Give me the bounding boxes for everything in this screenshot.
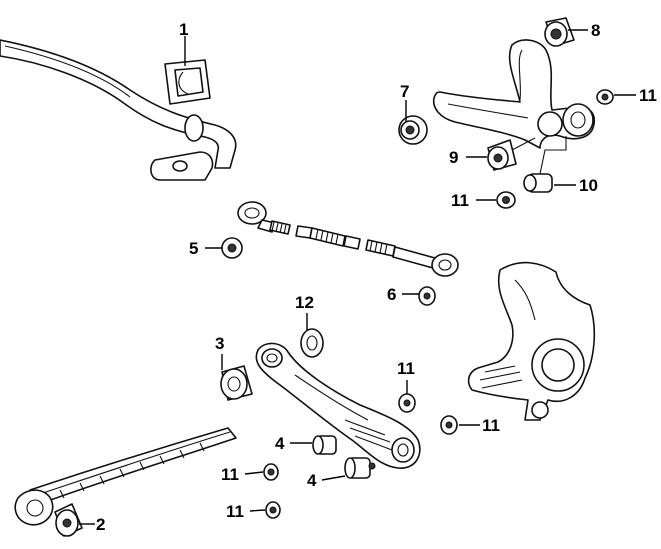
bushing-part-9 [487, 137, 536, 171]
bushing-part-7 [398, 115, 428, 145]
bushing-part-3 [220, 365, 253, 401]
trailing-arm [14, 427, 237, 526]
bushing-part-2 [54, 503, 83, 537]
callout-5: 5 [189, 239, 199, 258]
nut-knuckle [440, 415, 458, 435]
callout-3: 3 [215, 334, 225, 353]
bushing-part-4-lower [344, 457, 376, 479]
callout-1: 1 [179, 20, 189, 39]
leader-lines [79, 29, 636, 525]
rear-knuckle [467, 261, 596, 421]
callout-10: 10 [579, 176, 598, 195]
callout-8: 8 [591, 21, 601, 40]
bushing-part-6 [418, 286, 436, 306]
callout-11-bottom-2: 11 [226, 502, 244, 521]
callout-11-upper-middle: 11 [451, 191, 469, 210]
nut-upper-right [596, 89, 614, 105]
stabilizer-bar [0, 39, 237, 181]
washer-part-12 [300, 328, 324, 358]
callout-11-bottom-1: 11 [221, 465, 239, 484]
nut-bottom-1 [263, 463, 279, 481]
bushing-part-4-upper [312, 435, 337, 455]
lower-control-arm [255, 342, 421, 469]
bushing-part-5 [221, 237, 243, 259]
callout-2: 2 [96, 515, 106, 534]
callout-7: 7 [400, 82, 410, 101]
callout-12: 12 [295, 293, 314, 312]
bushing-part-10 [523, 136, 567, 193]
callout-11-knuckle: 11 [482, 416, 500, 435]
nut-lower-arm [398, 393, 416, 413]
callout-9: 9 [449, 148, 459, 167]
lateral-link-adjuster [237, 201, 459, 277]
bushing-part-8 [544, 17, 575, 47]
callout-4-upper: 4 [275, 434, 285, 453]
callout-11-upper-right: 11 [639, 86, 657, 105]
callout-4-lower: 4 [307, 471, 317, 490]
nut-upper-middle [496, 191, 516, 209]
upper-control-arm [432, 39, 596, 149]
callout-6: 6 [387, 285, 397, 304]
stabilizer-bushing [164, 59, 211, 105]
nut-bottom-2 [265, 501, 281, 519]
callout-11-lower-arm: 11 [397, 359, 415, 378]
